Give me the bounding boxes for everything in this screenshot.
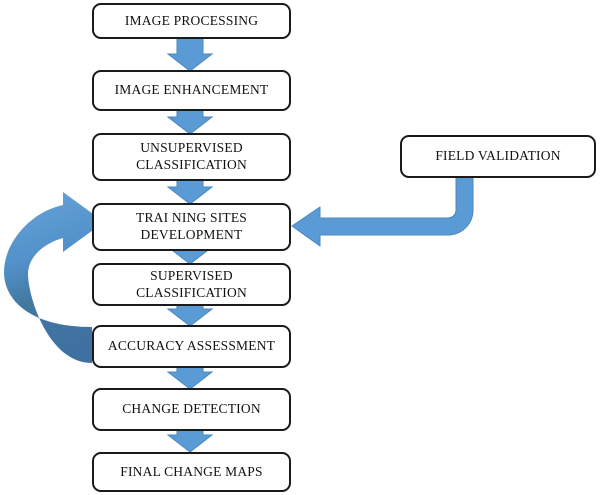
node-image-enhancement-label: IMAGE ENHANCEMENT	[114, 82, 269, 98]
arrow-enhancement-to-unsupervised	[166, 109, 214, 135]
node-change-detection-label: CHANGE DETECTION	[122, 401, 261, 417]
node-supervised-classification[interactable]: SUPERVISED CLASSIFICATION	[92, 263, 291, 306]
arrow-change-detection-to-final-maps	[166, 429, 214, 453]
node-field-validation-label: FIELD VALIDATION	[435, 148, 561, 164]
node-final-change-maps-label: FINAL CHANGE MAPS	[120, 463, 263, 479]
arrow-field-validation-to-training	[291, 176, 474, 247]
arrow-unsupervised-to-training	[166, 179, 214, 205]
node-final-change-maps[interactable]: FINAL CHANGE MAPS	[92, 452, 291, 492]
node-unsupervised-classification-label: UNSUPERVISED CLASSIFICATION	[136, 140, 247, 172]
node-supervised-classification-label: SUPERVISED CLASSIFICATION	[136, 267, 247, 300]
arrow-supervised-to-accuracy	[166, 304, 214, 327]
arrow-processing-to-enhancement	[166, 37, 214, 72]
node-change-detection[interactable]: CHANGE DETECTION	[92, 388, 291, 431]
node-image-processing-label: IMAGE PROCESSING	[124, 12, 259, 28]
node-accuracy-assessment-label: ACCURACY ASSESSMENT	[107, 338, 276, 354]
node-unsupervised-classification[interactable]: UNSUPERVISED CLASSIFICATION	[92, 133, 291, 181]
node-training-sites-development-label: TRAI NING SITES DEVELOPMENT	[136, 210, 247, 242]
node-training-sites-development[interactable]: TRAI NING SITES DEVELOPMENT	[92, 203, 291, 251]
node-image-processing[interactable]: IMAGE PROCESSING	[92, 3, 291, 39]
arrow-accuracy-to-training-feedback	[4, 192, 104, 363]
node-field-validation[interactable]: FIELD VALIDATION	[400, 135, 596, 178]
node-accuracy-assessment[interactable]: ACCURACY ASSESSMENT	[92, 325, 291, 368]
arrow-accuracy-to-change-detection	[166, 366, 214, 390]
node-image-enhancement[interactable]: IMAGE ENHANCEMENT	[92, 70, 291, 111]
